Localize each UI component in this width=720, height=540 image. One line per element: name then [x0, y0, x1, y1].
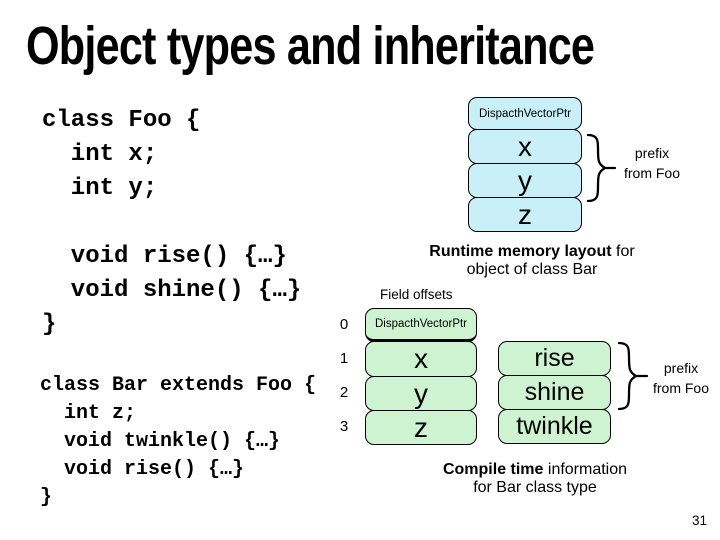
method-shine-cell: shine — [498, 375, 611, 410]
offsets-field-x-cell: x — [365, 341, 477, 377]
brace-icon — [586, 133, 617, 203]
runtime-dispatch-vector-ptr-cell: DispacthVectorPtr — [468, 97, 582, 130]
runtime-caption-line1: Runtime memory layout for — [417, 243, 647, 261]
offsets-field-y-cell: y — [365, 376, 477, 411]
prefix-label-line2: from Foo — [652, 379, 709, 396]
brace-icon — [617, 341, 649, 411]
field-offsets-label: Field offsets — [380, 287, 453, 302]
runtime-caption-bold: Runtime memory layout — [429, 243, 612, 260]
runtime-field-x-cell: x — [468, 129, 582, 164]
offsets-field-z-cell: z — [365, 410, 477, 445]
method-table: rise shine twinkle — [498, 341, 611, 444]
code-class-bar: class Bar extends Foo { int z; void twin… — [40, 374, 317, 509]
offset-number-0: 0 — [339, 316, 349, 333]
prefix-from-foo-label: prefix from Foo — [612, 143, 692, 183]
field-offsets-table: DispacthVectorPtr x y z — [365, 308, 477, 445]
offsets-dispatch-vector-ptr-cell: DispacthVectorPtr — [365, 308, 477, 342]
offset-number-3: 3 — [339, 418, 349, 435]
runtime-caption-line2: object of class Bar — [466, 261, 598, 278]
compile-caption-line2: for Bar class type — [473, 479, 597, 496]
code-class-foo: class Foo { int x; int y; void rise() {…… — [42, 107, 302, 338]
runtime-caption: Runtime memory layout for object of clas… — [417, 243, 647, 279]
compile-caption-regular: information — [543, 461, 628, 478]
slide-title: Object types and inheritance — [26, 16, 595, 76]
offset-number-1: 1 — [339, 350, 349, 367]
compile-caption-line1: Compile time information — [425, 461, 645, 479]
compile-caption-bold: Compile time — [442, 461, 544, 478]
method-twinkle-cell: twinkle — [498, 409, 611, 444]
prefix-label-line2: from Foo — [623, 165, 680, 181]
runtime-memory-layout-table: DispacthVectorPtr x y z — [468, 97, 582, 232]
runtime-field-z-cell: z — [468, 197, 582, 232]
compile-caption: Compile time information for Bar class t… — [425, 461, 645, 497]
prefix-label-line1: prefix — [634, 145, 670, 161]
offset-number-2: 2 — [339, 384, 349, 401]
prefix-label-line1: prefix — [663, 360, 699, 376]
prefix-from-foo-label: prefix from Foo — [641, 359, 720, 398]
runtime-caption-regular: for — [611, 243, 635, 260]
page-number: 31 — [691, 513, 707, 528]
runtime-field-y-cell: y — [468, 163, 582, 198]
method-rise-cell: rise — [498, 341, 611, 376]
